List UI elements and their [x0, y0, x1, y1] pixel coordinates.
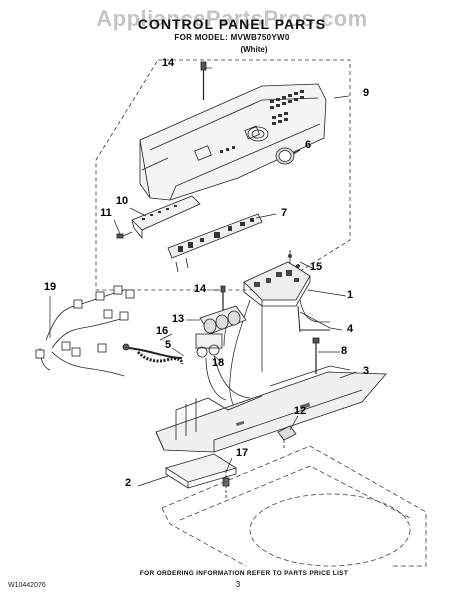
callout-1: 1 [346, 289, 354, 301]
callout-18: 18 [211, 357, 225, 369]
callout-11: 11 [100, 207, 112, 219]
callout-16: 16 [155, 325, 169, 337]
color-variant: (White) [240, 45, 268, 54]
callout-15: 15 [309, 261, 323, 273]
fill-hose [122, 343, 184, 365]
control-knob [275, 147, 301, 165]
ui-control-board [167, 213, 263, 273]
callout-5: 5 [164, 339, 172, 351]
model-line: FOR MODEL: MVWB750YW0 [174, 33, 290, 42]
leader-lines-lower [49, 261, 357, 487]
screw-14-mid [220, 285, 226, 310]
diagram-title: CONTROL PANEL PARTS [137, 16, 327, 32]
callout-8: 8 [340, 345, 348, 357]
watermark: AppliancePartsPros.com [96, 6, 368, 31]
screw-14-top [200, 61, 207, 100]
callout-10: 10 [115, 195, 129, 207]
document-code: W10442076 [8, 582, 46, 589]
page-number: 3 [235, 580, 241, 589]
console-assembly-boundary [95, 59, 351, 291]
valve-wire-harness [205, 355, 251, 401]
leader-lines-console [113, 67, 350, 235]
washer-top-cabinet [161, 445, 427, 567]
wire-harness-19 [35, 285, 135, 377]
machine-control-unit [243, 250, 311, 307]
callout-7: 7 [280, 207, 288, 219]
callout-13: 13 [171, 313, 185, 325]
ordering-info: FOR ORDERING INFORMATION REFER TO PARTS … [139, 570, 349, 577]
callout-14-top: 14 [161, 57, 175, 69]
callout-14-mid: 14 [193, 283, 207, 295]
support-rod [297, 305, 330, 333]
ui-housing-bracket [131, 195, 201, 240]
callout-17: 17 [235, 447, 249, 459]
screw-17 [222, 470, 230, 500]
callout-3: 3 [362, 365, 370, 377]
clip-12 [277, 425, 297, 450]
callout-9: 9 [362, 87, 370, 99]
callout-4: 4 [346, 323, 354, 335]
callout-12: 12 [293, 405, 307, 417]
callout-19: 19 [43, 281, 57, 293]
console-base [155, 365, 387, 453]
water-valve-assembly [195, 305, 247, 358]
mounting-plate [165, 453, 237, 489]
screw-8 [312, 337, 320, 374]
callout-6: 6 [304, 139, 312, 151]
callout-2: 2 [124, 477, 132, 489]
